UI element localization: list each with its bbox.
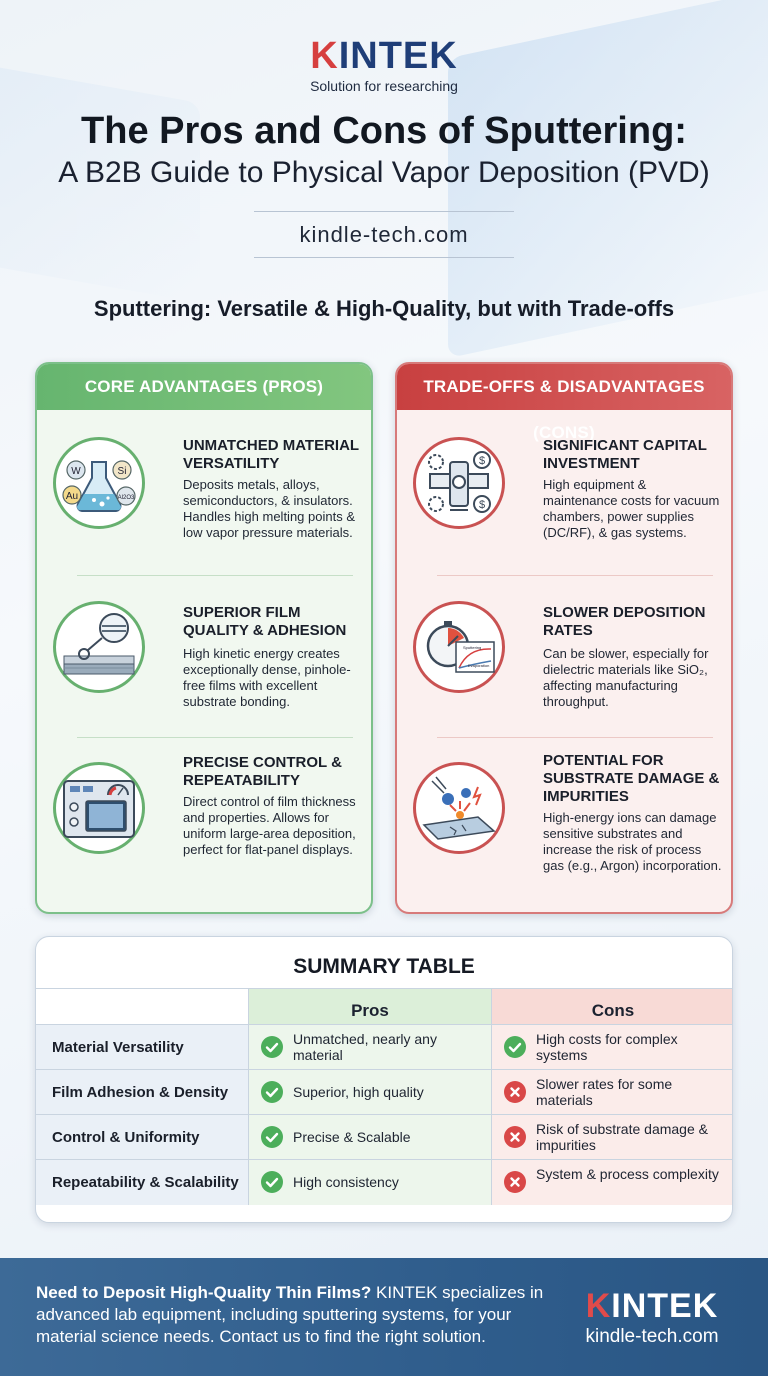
page-title: The Pros and Cons of Sputtering: (81, 110, 687, 152)
row-label: Control & Uniformity (52, 1129, 200, 1146)
table-row: Repeatability & Scalability High consist… (36, 1159, 732, 1205)
pros-item-desc: Direct control of film thickness and pro… (183, 794, 356, 857)
cons-item-desc: Can be slower, especially for dielectric… (543, 646, 709, 709)
element-label-al2o3: Al2O3 (118, 495, 135, 501)
cons-cell-text: Risk of substrate damage & impurities (536, 1121, 708, 1153)
pros-item-title: Unmatched Material Versatility (183, 437, 359, 472)
cons-cell-text: System & process complexity (536, 1166, 719, 1182)
cons-item-title: Potential for Substrate Damage & Impurit… (543, 752, 720, 805)
domain-link[interactable]: kindle-tech.com (299, 222, 469, 247)
cross-icon (504, 1171, 526, 1193)
cross-icon (504, 1081, 526, 1103)
divider (437, 737, 713, 738)
chart-label-sputtering: Sputtering (463, 645, 481, 650)
pros-item-title: Precise Control & Repeatability (183, 754, 342, 789)
cons-cell-text: Slower rates for some materials (536, 1076, 673, 1108)
divider (254, 211, 514, 212)
table-row: Film Adhesion & Density Superior, high q… (36, 1069, 732, 1115)
pros-column-header: Pros (351, 1001, 389, 1020)
pros-item: Superior Film Quality & Adhesion High ki… (37, 576, 371, 738)
summary-title: SUMMARY TABLE (293, 955, 475, 978)
pros-item: Precise Control & Repeatability Direct c… (37, 738, 371, 900)
cons-item: Potential for Substrate Damage & Impurit… (397, 738, 731, 900)
element-label-au: Au (66, 491, 78, 502)
cons-item-title: Slower Deposition Rates (543, 604, 706, 639)
check-icon (504, 1036, 526, 1058)
divider (437, 575, 713, 576)
footer-url[interactable]: kindle-tech.com (585, 1326, 719, 1347)
equipment-cost-icon: $ $ (413, 437, 505, 529)
stopwatch-chart-icon: Sputtering Evaporation (413, 601, 505, 693)
table-row: Material Versatility Unmatched, nearly a… (36, 1024, 732, 1070)
check-icon (261, 1036, 283, 1058)
cons-item: $ $ Significant Capital Investment High … (397, 410, 731, 572)
check-icon (261, 1081, 283, 1103)
divider (254, 257, 514, 258)
cross-icon (504, 1126, 526, 1148)
pros-cell-text: Precise & Scalable (293, 1129, 411, 1145)
svg-text:$: $ (479, 455, 485, 467)
pros-item-desc: High kinetic energy creates exceptionall… (183, 646, 351, 709)
pros-cell-text: High consistency (293, 1174, 399, 1190)
check-icon (261, 1126, 283, 1148)
row-label: Film Adhesion & Density (52, 1084, 229, 1101)
pros-cell-text: Unmatched, nearly any material (293, 1031, 437, 1063)
divider (77, 575, 353, 576)
divider (77, 737, 353, 738)
footer-lead: Need to Deposit High-Quality Thin Films? (36, 1283, 372, 1302)
kintek-logo: KINTEK (310, 35, 458, 77)
element-label-w: W (71, 466, 81, 477)
section-title: Sputtering: Versatile & High-Quality, bu… (93, 296, 675, 321)
check-icon (261, 1171, 283, 1193)
cons-column-header: Cons (591, 1001, 635, 1020)
element-label-si: Si (118, 466, 127, 477)
row-label: Repeatability & Scalability (52, 1174, 239, 1191)
cons-panel: TRADE-OFFS & DISADVANTAGES (CONS) $ $ (395, 362, 733, 914)
pros-item: W Si Au Al2O3 Unmatched Material Versati… (37, 410, 371, 572)
cons-item-desc: High-energy ions can damage sensitive su… (543, 810, 722, 873)
summary-table: SUMMARY TABLE Pros Cons Material Versati… (35, 936, 733, 1223)
footer-body: KINTEK specializes in advanced lab equip… (36, 1283, 544, 1346)
footer-logo[interactable]: KINTEK kindle-tech.com (572, 1288, 732, 1348)
svg-text:$: $ (479, 499, 485, 511)
brand-tagline: Solution for researching (310, 78, 458, 94)
control-panel-icon (53, 762, 145, 854)
pros-item-title: Superior Film Quality & Adhesion (183, 604, 347, 639)
chart-label-evaporation: Evaporation (468, 663, 489, 668)
cons-heading: TRADE-OFFS & DISADVANTAGES (CONS) (397, 364, 731, 442)
cons-item-title: Significant Capital Investment (543, 437, 707, 472)
cons-item: Sputtering Evaporation Slower Deposition… (397, 576, 731, 738)
table-row: Control & Uniformity Precise & Scalable … (36, 1114, 732, 1160)
row-label: Material Versatility (52, 1039, 184, 1056)
pros-panel: CORE ADVANTAGES (PROS) W Si Au Al2O3 (35, 362, 373, 914)
film-layers-magnifier-icon (53, 601, 145, 693)
brand-header: KINTEK Solution for researching (0, 36, 768, 94)
pros-cell-text: Superior, high quality (293, 1084, 424, 1100)
kintek-logo: KINTEK (585, 1287, 719, 1325)
pros-heading: CORE ADVANTAGES (PROS) (37, 364, 371, 410)
page-subtitle: A B2B Guide to Physical Vapor Deposition… (58, 156, 710, 189)
footer-text: Need to Deposit High-Quality Thin Films?… (36, 1282, 566, 1348)
cons-cell-text: High costs for complex systems (536, 1031, 678, 1063)
cons-item-desc: High equipment & maintenance costs for v… (543, 477, 720, 540)
pros-item-desc: Deposits metals, alloys, semiconductors,… (183, 477, 355, 540)
ion-impact-icon (413, 762, 505, 854)
footer-banner: Need to Deposit High-Quality Thin Films?… (0, 1258, 768, 1376)
flask-elements-icon: W Si Au Al2O3 (53, 437, 145, 529)
